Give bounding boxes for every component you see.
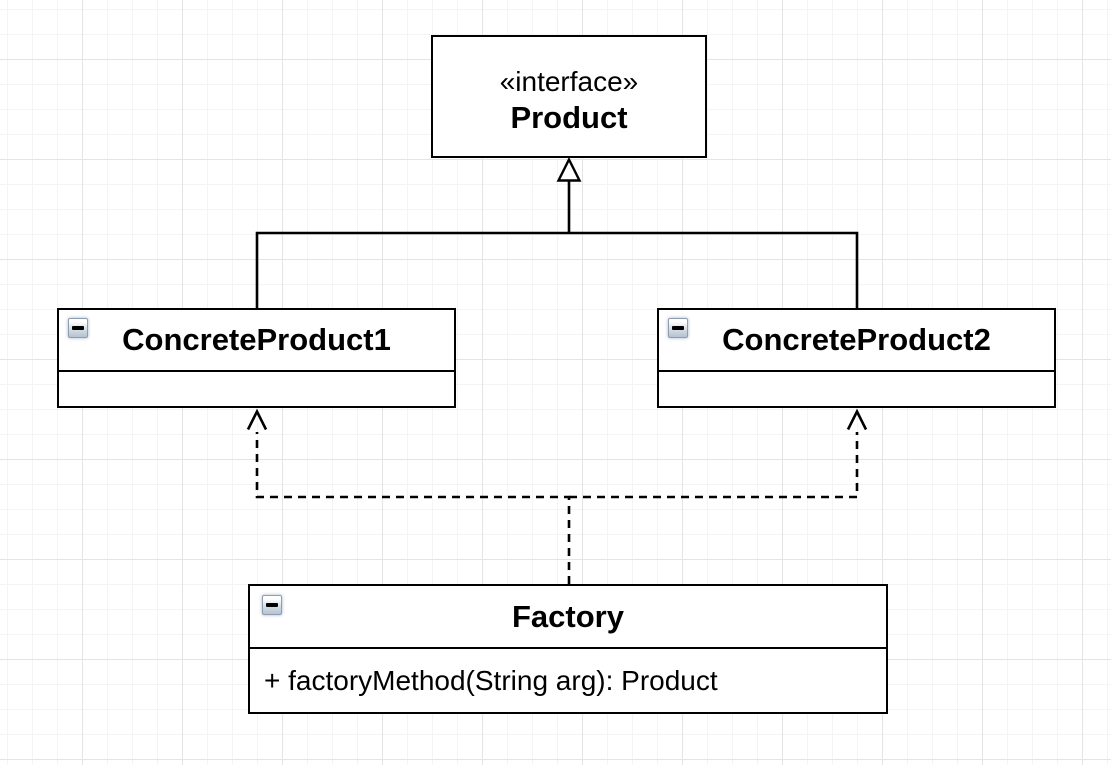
dependency-line[interactable] xyxy=(569,432,859,499)
product-interface-node[interactable]: «interface» Product xyxy=(431,35,707,158)
open-arrowhead xyxy=(846,408,868,431)
collapse-icon[interactable] xyxy=(262,595,282,615)
dependency-edge-factory-cp2[interactable] xyxy=(569,408,868,499)
empty-compartment xyxy=(659,372,1054,406)
title-compartment: ConcreteProduct2 xyxy=(659,310,1054,372)
collapse-icon[interactable] xyxy=(668,318,688,338)
class-name-label: Product xyxy=(510,99,628,135)
title-compartment: ConcreteProduct1 xyxy=(59,310,454,372)
hollow-triangle-arrowhead xyxy=(556,156,582,182)
methods-compartment: + factoryMethod(String arg): Product xyxy=(250,649,886,712)
empty-compartment xyxy=(59,372,454,406)
title-compartment: Factory xyxy=(250,586,886,649)
method-label: + factoryMethod(String arg): Product xyxy=(264,664,718,696)
class-name-label: Factory xyxy=(512,598,624,634)
minus-glyph xyxy=(72,326,84,330)
concrete-product-2-node[interactable]: ConcreteProduct2 xyxy=(657,308,1056,408)
minus-glyph xyxy=(266,603,278,607)
dependency-line[interactable] xyxy=(255,432,571,584)
concrete-product-1-node[interactable]: ConcreteProduct1 xyxy=(57,308,456,408)
class-name-label: ConcreteProduct1 xyxy=(122,322,391,357)
dependency-edge-factory-cp1[interactable] xyxy=(246,408,571,585)
stereotype-label: «interface» xyxy=(499,65,639,97)
minus-glyph xyxy=(672,326,684,330)
class-name-label: ConcreteProduct2 xyxy=(722,322,991,357)
factory-node[interactable]: Factory + factoryMethod(String arg): Pro… xyxy=(248,584,888,714)
realization-edges[interactable] xyxy=(255,156,859,309)
collapse-icon[interactable] xyxy=(68,318,88,338)
realization-line[interactable] xyxy=(255,180,859,308)
open-arrowhead xyxy=(246,408,268,431)
